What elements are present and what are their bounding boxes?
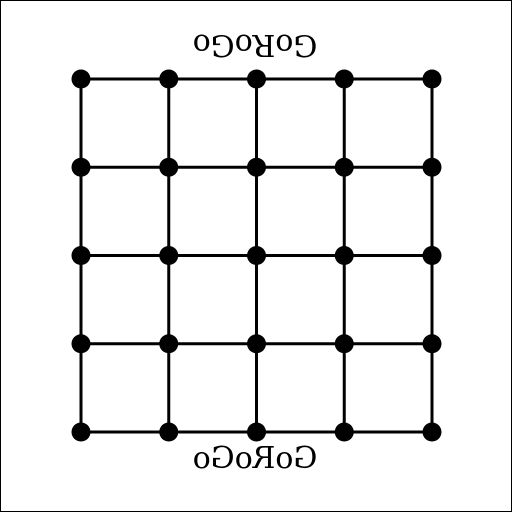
grid-node <box>247 69 266 89</box>
grid-node <box>247 246 266 265</box>
grid-node <box>159 246 179 265</box>
grid-node <box>422 246 442 265</box>
grid-node <box>422 69 442 89</box>
top-title: GoRoGo <box>193 27 318 62</box>
grid-node <box>334 69 354 89</box>
grid-node <box>422 334 442 354</box>
grid-node <box>334 246 354 265</box>
grid-node <box>334 422 354 442</box>
grid-node <box>334 157 354 177</box>
grid-node <box>247 422 266 442</box>
grid-node <box>159 334 179 354</box>
grid-node <box>71 334 91 354</box>
grid-node <box>71 246 91 265</box>
grid-node <box>159 422 179 442</box>
grid-node <box>159 157 179 177</box>
grid-node <box>422 157 442 177</box>
grid-node <box>159 69 179 89</box>
grid-node <box>71 69 91 89</box>
grid-nodes <box>71 69 442 442</box>
grid-node <box>422 422 442 442</box>
grid-node <box>247 157 266 177</box>
grid-node <box>334 334 354 354</box>
grid-node <box>71 422 91 442</box>
bottom-title: GoRoGo <box>193 441 318 476</box>
grid-node <box>71 157 91 177</box>
grid-node <box>247 334 266 354</box>
